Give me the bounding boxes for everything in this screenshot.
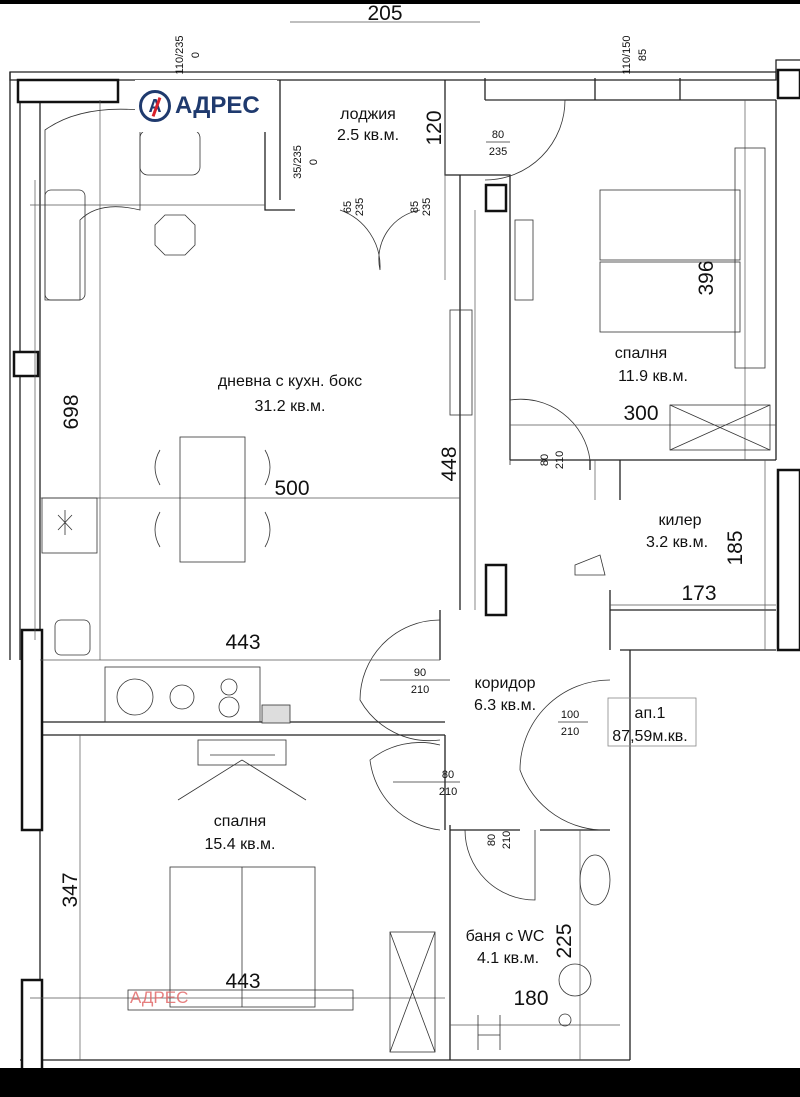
top-black-bar [0, 0, 800, 4]
corner-sofa [44, 108, 141, 301]
washbasin [579, 854, 611, 906]
door-bed1-top-h: 235 [489, 146, 507, 158]
room-area-closet: 3.2 кв.м. [646, 534, 708, 551]
room-name-loggia: лоджия [340, 106, 396, 123]
apartment-name: ап.1 [635, 705, 666, 722]
room-area-loggia: 2.5 кв.м. [337, 127, 399, 144]
dim-bedroom2-height: 347 [59, 872, 82, 907]
door-bed2-h: 210 [439, 786, 457, 798]
toilet [558, 963, 592, 997]
dimension-labels: 205 120 698 500 448 443 396 300 185 173 … [59, 2, 747, 1010]
bed-2 [169, 866, 316, 1008]
tv-unit [449, 309, 473, 416]
sink [54, 619, 91, 656]
column [484, 183, 508, 213]
dim-bedroom1-width: 300 [623, 402, 658, 425]
furniture [41, 108, 771, 1053]
room-area-bedroom1: 11.9 кв.м. [618, 368, 688, 385]
dim-living-height: 698 [60, 394, 83, 429]
room-name-bedroom1: спалня [615, 345, 667, 362]
doors [339, 99, 611, 901]
room-labels: лоджия 2.5 кв.м. дневна с кухн. бокс 31.… [205, 106, 709, 967]
door-loggia-b-w: 85 [409, 201, 421, 213]
dim-bedroom1-height: 396 [695, 260, 718, 295]
win-right-w: 110/150 [621, 36, 633, 75]
room-area-corridor: 6.3 кв.м. [474, 697, 536, 714]
dim-bath-width: 180 [513, 987, 548, 1010]
window-block-left [20, 628, 44, 832]
bed-1 [599, 189, 741, 261]
dim-top: 205 [367, 2, 402, 25]
win-loggia-w: 35/235 [292, 145, 304, 179]
door-bed2-w: 80 [442, 769, 454, 781]
dim-closet-width: 173 [681, 582, 716, 605]
room-name-living: дневна с кухн. бокс [218, 373, 362, 390]
walls [9, 59, 800, 1061]
dim-bath-height: 225 [553, 923, 576, 958]
dining-table [179, 436, 246, 563]
door-living-w: 90 [414, 667, 426, 679]
win-right-h: 85 [637, 49, 649, 61]
dim-living-width: 500 [274, 477, 309, 500]
dim-loggia-depth: 120 [423, 110, 446, 145]
dim-kitchen-width: 443 [225, 631, 260, 654]
door-bed1-h: 210 [554, 451, 566, 469]
dimension-lines [30, 21, 776, 1060]
door-entry-w: 100 [561, 709, 579, 721]
logo-icon: A [139, 90, 171, 122]
column [484, 563, 508, 617]
column-left [12, 350, 40, 378]
apartment-box [607, 697, 697, 747]
room-area-living: 31.2 кв.м. [255, 398, 326, 415]
room-name-corridor: коридор [474, 675, 535, 692]
coffee-table [154, 214, 196, 256]
door-bath-h: 210 [501, 831, 513, 849]
door-loggia-a-w: 65 [342, 201, 354, 213]
door-bed1-top-w: 80 [492, 129, 504, 141]
room-name-closet: килер [658, 512, 701, 529]
room-name-bath: баня с WC [466, 928, 545, 945]
wardrobe-1 [669, 404, 771, 451]
room-area-bath: 4.1 кв.м. [477, 950, 539, 967]
door-entry-h: 210 [561, 726, 579, 738]
apartment-area: 87,59м.кв. [612, 728, 687, 745]
dim-partition: 448 [438, 446, 461, 481]
bottom-black-bar [0, 1068, 800, 1097]
logo-letter: A [148, 95, 162, 116]
door-bed1-w: 80 [539, 454, 551, 466]
door-loggia-b-h: 235 [421, 198, 433, 216]
window-block-right [776, 468, 800, 652]
win-left-h: 0 [190, 52, 202, 58]
win-loggia-h: 0 [308, 159, 320, 165]
room-area-bedroom2: 15.4 кв.м. [205, 836, 276, 853]
room-name-bedroom2: спалня [214, 813, 266, 830]
dim-closet-height: 185 [724, 530, 747, 565]
dim-bedroom2-width: 443 [225, 970, 260, 993]
window-block-left-bottom [20, 978, 44, 1072]
brand-logo: A АДРЕС [135, 80, 277, 132]
door-loggia-a-h: 235 [354, 198, 366, 216]
door-bath-w: 80 [486, 834, 498, 846]
wardrobe-2 [389, 931, 436, 1053]
logo-text: АДРЕС [175, 92, 260, 119]
washer [116, 678, 154, 716]
watermark: АДРЕС [130, 988, 189, 1007]
door-living-h: 210 [411, 684, 429, 696]
win-left-w: 110/235 [174, 36, 186, 75]
window-block-top-left [16, 78, 120, 104]
window-block-top-right [776, 68, 800, 100]
